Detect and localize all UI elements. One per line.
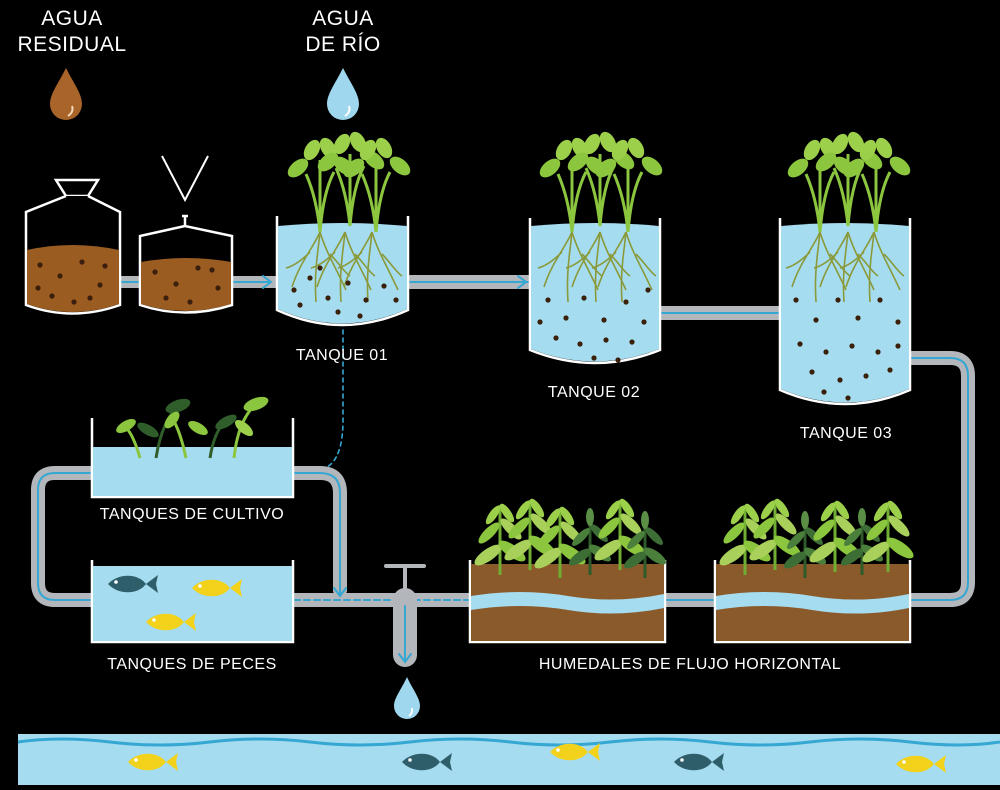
wastewater-label-line1: AGUA	[41, 7, 103, 30]
outflow-drop-icon	[394, 677, 420, 719]
tank-03	[778, 127, 916, 406]
wastewater-label-line2: RESIDUAL	[17, 33, 127, 56]
primary-settling-tank	[24, 178, 122, 315]
riverwater-label-line1: AGUA	[312, 7, 374, 30]
cultivation-tanks-label: TANQUES DE CULTIVO	[99, 506, 285, 523]
riverwater-drop-icon	[327, 68, 359, 120]
wetland-1	[468, 495, 671, 644]
tank-02-label: TANQUE 02	[547, 384, 641, 401]
fish-tank	[90, 560, 295, 644]
tank-03-label: TANQUE 03	[799, 425, 893, 442]
tank-02	[528, 127, 668, 365]
secondary-settling-tank	[138, 155, 234, 314]
wetlands-label: HUMEDALES DE FLUJO HORIZONTAL	[538, 656, 842, 673]
riverwater-label: AGUA DE RÍO	[287, 6, 399, 58]
river	[17, 734, 1000, 785]
tank-01-label: TANQUE 01	[295, 347, 389, 364]
wastewater-drop-icon	[50, 68, 82, 120]
cultivation-tank	[90, 396, 295, 499]
wastewater-label: AGUA RESIDUAL	[16, 6, 128, 58]
tank-01	[275, 127, 416, 327]
riverwater-label-line2: DE RÍO	[305, 33, 381, 56]
wetland-2	[713, 495, 919, 644]
fish-tanks-label: TANQUES DE PECES	[107, 656, 277, 673]
